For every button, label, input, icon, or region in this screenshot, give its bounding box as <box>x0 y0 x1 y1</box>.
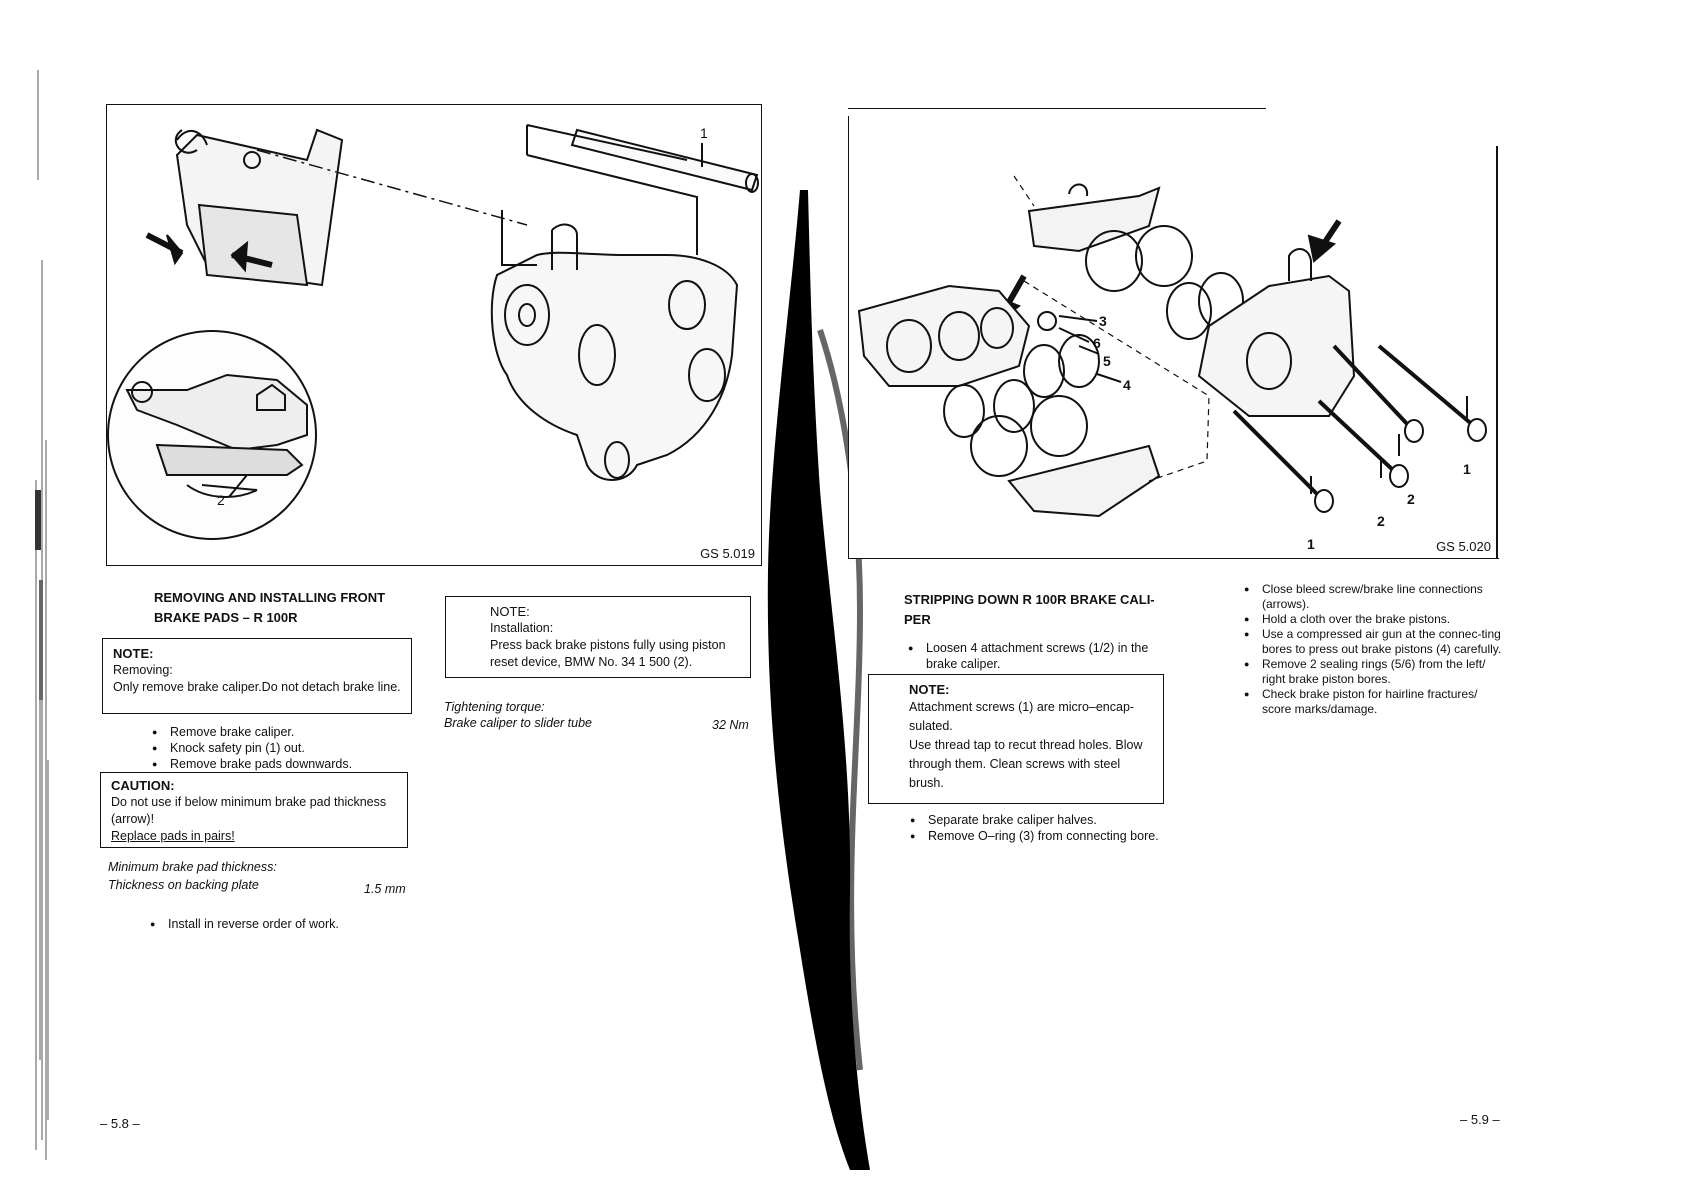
list-item: Use a compressed air gun at the connec-t… <box>1240 627 1510 657</box>
callout-label: 6 <box>1093 335 1101 351</box>
step-list: Close bleed screw/brake line connections… <box>1240 582 1510 717</box>
svg-text:1: 1 <box>700 125 708 141</box>
spec-value: 1.5 mm <box>364 882 406 896</box>
right-figure: 3 6 5 4 1 2 2 1 GS 5.020 <box>848 116 1499 559</box>
figure-code: GS 5.020 <box>1436 539 1491 554</box>
caution-line: Do not use if below minimum brake pad th… <box>111 795 387 826</box>
note-line: Use thread tap to recut thread holes. Bl… <box>909 738 1143 790</box>
step-list: Remove brake caliper. Knock safety pin (… <box>148 724 388 772</box>
callout-label: 2 <box>1407 491 1415 507</box>
list-item: Loosen 4 attachment screws (1/2) in the … <box>904 640 1166 672</box>
callout-label: 3 <box>1099 313 1107 329</box>
list-item: Check brake piston for hairline fracture… <box>1240 687 1510 717</box>
note-line: Attachment screws (1) are micro–encap-su… <box>909 700 1135 733</box>
note-line: Removing: <box>113 663 173 677</box>
list-item: Remove 2 sealing rings (5/6) from the le… <box>1240 657 1510 687</box>
left-figure: 1 2 GS 5.019 <box>106 104 762 566</box>
figure-code: GS 5.019 <box>700 546 755 561</box>
callout-label: 2 <box>1377 513 1385 529</box>
list-item: Knock safety pin (1) out. <box>148 740 388 756</box>
page-number: – 5.8 – <box>100 1116 140 1131</box>
list-item: Separate brake caliper halves. <box>906 812 1176 828</box>
section-heading: REMOVING AND INSTALLING FRONT BRAKE PADS… <box>154 590 386 625</box>
note-box: NOTE: Removing: Only remove brake calipe… <box>102 638 412 714</box>
brake-caliper-illustration: 1 2 <box>107 124 759 540</box>
note-line: Installation: <box>490 621 554 635</box>
spec-label: Thickness on backing plate <box>108 878 259 892</box>
scan-edge-artifact <box>34 60 50 1170</box>
note-box: NOTE: Attachment screws (1) are micro–en… <box>868 674 1164 804</box>
callout-label: 5 <box>1103 353 1111 369</box>
page-number: – 5.9 – <box>1460 1112 1500 1127</box>
callout-label: 1 <box>1307 536 1315 552</box>
list-item: Remove brake caliper. <box>148 724 388 740</box>
final-step-list: Install in reverse order of work. <box>146 916 406 932</box>
step-list: Loosen 4 attachment screws (1/2) in the … <box>904 640 1166 672</box>
list-item: Close bleed screw/brake line connections… <box>1240 582 1510 612</box>
installation-note-box: NOTE: Installation: Press back brake pis… <box>445 596 751 678</box>
torque-value: 32 Nm <box>712 718 749 732</box>
list-item: Remove O–ring (3) from connecting bore. <box>906 828 1176 844</box>
binding-shadow <box>760 190 880 1170</box>
note-line: Press back brake pistons fully using pis… <box>490 638 726 669</box>
torque-label: Tightening torque: <box>444 700 545 714</box>
caution-line: Replace pads in pairs! <box>111 829 235 843</box>
list-item: Remove brake pads downwards. <box>148 756 388 772</box>
caution-box: CAUTION: Do not use if below minimum bra… <box>100 772 408 848</box>
note-line: Only remove brake caliper.Do not detach … <box>113 680 401 694</box>
callout-label: 1 <box>1463 461 1471 477</box>
svg-text:2: 2 <box>217 492 225 508</box>
list-item: Hold a cloth over the brake pistons. <box>1240 612 1510 627</box>
callout-label: 4 <box>1123 377 1131 393</box>
section-heading: STRIPPING DOWN R 100R BRAKE CALI-PER <box>904 592 1155 627</box>
step-list: Separate brake caliper halves. Remove O–… <box>906 812 1176 844</box>
note-title: NOTE: <box>909 682 950 697</box>
torque-label: Brake caliper to slider tube <box>444 716 592 730</box>
caliper-exploded-view: 3 6 5 4 1 2 2 1 <box>857 146 1498 558</box>
list-item: Install in reverse order of work. <box>146 916 406 932</box>
note-title: NOTE: <box>113 646 154 661</box>
note-title: NOTE: <box>490 604 530 619</box>
caution-title: CAUTION: <box>111 778 175 793</box>
spec-label: Minimum brake pad thickness: <box>108 860 277 874</box>
figure-top-rule <box>848 108 1266 109</box>
